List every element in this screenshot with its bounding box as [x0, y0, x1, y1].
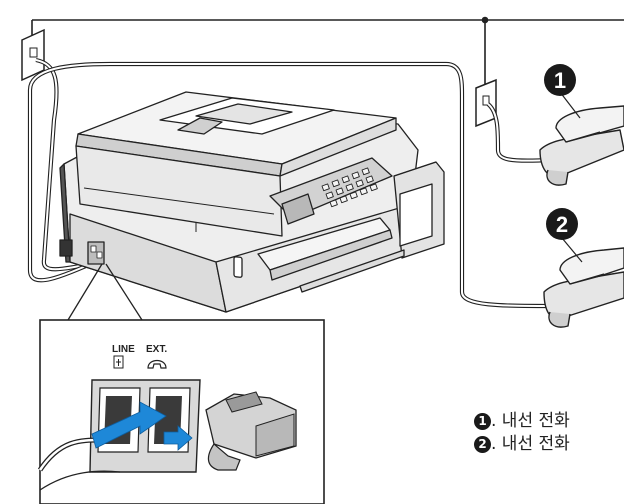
- legend-item-1: 1. 내선 전화: [474, 406, 570, 431]
- line-port-label: LINE: [112, 344, 135, 355]
- legend-badge-1: 1: [474, 413, 491, 430]
- extension-telephone-2: [544, 248, 624, 327]
- legend-item-2: 2. 내선 전화: [474, 429, 570, 454]
- port-detail-inset: [40, 320, 324, 504]
- badge-2-label: 2: [556, 212, 568, 237]
- main-telephone-line: [32, 18, 624, 89]
- legend-badge-2: 2: [474, 436, 491, 453]
- ext-port-label: EXT.: [146, 344, 167, 355]
- printer-machine: [60, 92, 444, 312]
- extension-telephone-1: [540, 106, 624, 185]
- legend-text-1: . 내선 전화: [491, 411, 570, 431]
- legend-text-2: . 내선 전화: [491, 434, 570, 454]
- wall-jack-right: [476, 80, 496, 126]
- badge-1-label: 1: [554, 68, 566, 93]
